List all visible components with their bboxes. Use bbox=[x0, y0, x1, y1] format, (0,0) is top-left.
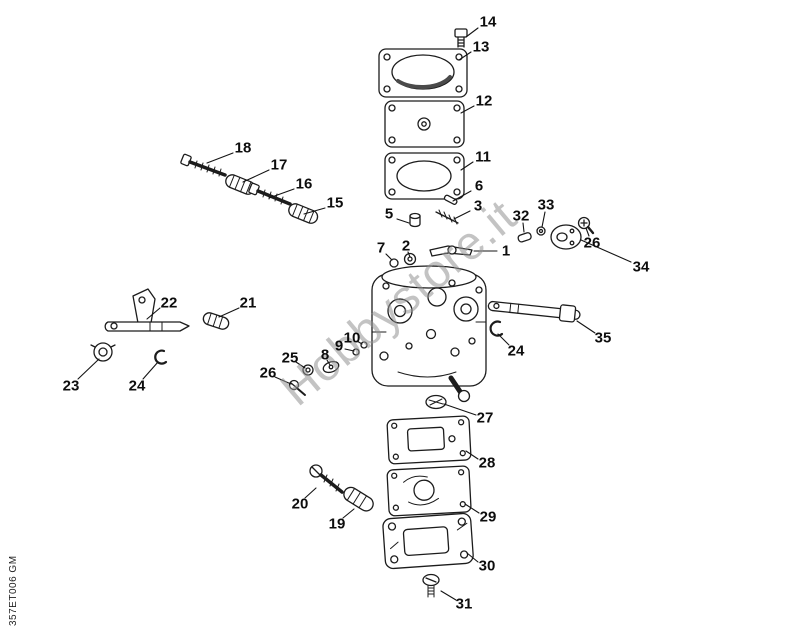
part-number-label-15: 15 bbox=[326, 194, 344, 212]
part-number-label-35: 35 bbox=[594, 329, 612, 347]
part-6-pin bbox=[443, 194, 458, 205]
part-31-screw bbox=[422, 573, 440, 598]
part-number-label-8: 8 bbox=[320, 346, 330, 364]
part-33-ring bbox=[536, 226, 546, 236]
part-26-screw-left bbox=[288, 379, 306, 396]
part-number-label-23: 23 bbox=[62, 377, 80, 395]
part-number-label-31: 31 bbox=[455, 595, 473, 613]
part-13-cover bbox=[378, 48, 468, 98]
part-number-label-14: 14 bbox=[479, 13, 497, 31]
fuel-inlet-stub bbox=[448, 375, 471, 403]
part-9-disc bbox=[352, 348, 360, 356]
part-number-label-32: 32 bbox=[512, 207, 530, 225]
part-19-spring bbox=[343, 486, 374, 512]
part-number-label-2: 2 bbox=[401, 237, 411, 255]
part-number-label-29: 29 bbox=[479, 508, 497, 526]
part-18-screw bbox=[180, 153, 227, 177]
part-number-label-26: 26 bbox=[259, 364, 277, 382]
part-number-label-20: 20 bbox=[291, 495, 309, 513]
part-7-washer bbox=[389, 258, 399, 268]
part-8-plate bbox=[322, 360, 340, 374]
part-number-label-16: 16 bbox=[295, 175, 313, 193]
leader-lines bbox=[77, 27, 632, 601]
part-number-label-26: 26 bbox=[583, 234, 601, 252]
part-number-label-5: 5 bbox=[384, 205, 394, 223]
part-number-label-24: 24 bbox=[128, 377, 146, 395]
part-11-gasket bbox=[384, 152, 465, 200]
part-34-cover-disc bbox=[550, 224, 582, 250]
part-26-screw-right bbox=[577, 216, 595, 235]
part-22-choke-lever bbox=[104, 288, 190, 332]
part-32-swivel bbox=[517, 232, 532, 243]
part-15-spring bbox=[288, 203, 319, 224]
part-2-washer bbox=[403, 252, 417, 266]
part-number-label-27: 27 bbox=[476, 409, 494, 427]
part-number-label-10: 10 bbox=[343, 329, 361, 347]
part-number-label-34: 34 bbox=[632, 258, 650, 276]
part-14-screw bbox=[454, 28, 468, 48]
part-3-needle-spring bbox=[435, 209, 459, 225]
part-number-label-11: 11 bbox=[475, 148, 491, 166]
document-code: 357ET006 GM bbox=[8, 555, 19, 626]
part-number-label-13: 13 bbox=[472, 38, 490, 56]
part-12-diaphragm bbox=[384, 100, 465, 148]
part-number-label-33: 33 bbox=[537, 196, 555, 214]
part-number-label-18: 18 bbox=[234, 139, 252, 157]
part-16-screw bbox=[248, 182, 292, 206]
part-23-nut bbox=[90, 342, 116, 362]
part-number-label-28: 28 bbox=[478, 454, 496, 472]
part-number-label-9: 9 bbox=[334, 337, 344, 355]
part-carburetor-body bbox=[371, 265, 487, 403]
part-5-plug bbox=[409, 212, 421, 228]
part-number-label-6: 6 bbox=[474, 177, 484, 195]
part-number-label-7: 7 bbox=[376, 239, 386, 257]
part-28-gasket bbox=[386, 415, 472, 465]
part-number-label-17: 17 bbox=[270, 156, 288, 174]
part-number-label-25: 25 bbox=[281, 349, 299, 367]
part-number-label-24: 24 bbox=[507, 342, 525, 360]
part-number-label-3: 3 bbox=[473, 197, 483, 215]
part-number-label-19: 19 bbox=[328, 515, 346, 533]
part-29-pump-diaphragm bbox=[386, 465, 472, 517]
part-30-pump-cover bbox=[382, 512, 474, 570]
part-number-label-30: 30 bbox=[478, 557, 496, 575]
part-20-screw bbox=[309, 464, 344, 494]
part-number-label-12: 12 bbox=[475, 92, 493, 110]
part-number-label-22: 22 bbox=[160, 294, 178, 312]
part-25-washer bbox=[302, 364, 314, 376]
part-10-disc bbox=[360, 341, 368, 349]
part-number-label-1: 1 bbox=[501, 242, 511, 260]
part-1-metering-lever bbox=[429, 245, 473, 257]
part-24-eclip-left bbox=[154, 349, 168, 365]
part-21-spring bbox=[202, 312, 230, 330]
part-number-label-21: 21 bbox=[239, 294, 257, 312]
part-35-throttle-shaft bbox=[487, 300, 581, 323]
part-27-screen bbox=[425, 394, 447, 410]
